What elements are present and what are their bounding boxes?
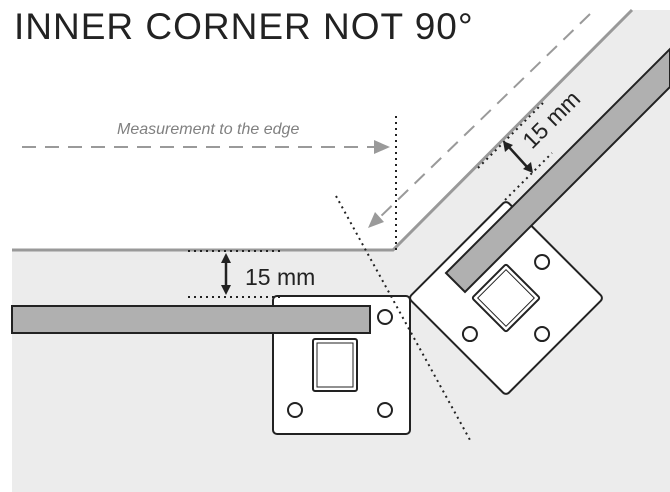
page-title: INNER CORNER NOT 90° xyxy=(14,6,474,47)
left-bracket-hole-bottom-right xyxy=(377,402,393,418)
right-bracket-hole-bottom xyxy=(534,326,551,343)
left-bracket-hole-top-right xyxy=(377,309,393,325)
dim-h-arrow-head-bottom xyxy=(221,285,231,295)
dim-a-lower xyxy=(504,152,553,201)
cut-line-bisector xyxy=(335,195,471,441)
measurement-note: Measurement to the edge xyxy=(117,121,299,138)
right-bracket-hole-left xyxy=(461,326,478,343)
measurement-arrow-head-horizontal xyxy=(374,140,390,154)
right-bracket-square-hole xyxy=(471,263,541,333)
panel-edge xyxy=(12,8,634,252)
left-bracket-hole-bottom-left xyxy=(287,402,303,418)
right-bracket-hole-right xyxy=(534,253,551,270)
dim-a-arrow xyxy=(507,145,529,169)
dim-a-arrow-head-top xyxy=(503,141,513,152)
left-bracket-square-hole xyxy=(312,338,358,392)
offset-horizontal-label: 15 mm xyxy=(245,264,315,290)
right-bracket xyxy=(409,201,603,395)
dim-a-arrow-head-bottom xyxy=(523,162,533,173)
measurement-line-diagonal xyxy=(377,13,591,220)
measurement-arrow-head-diagonal xyxy=(368,212,384,228)
left-rail xyxy=(11,305,371,334)
angled-rail xyxy=(444,47,670,294)
dim-h-arrow-head-top xyxy=(221,253,231,263)
